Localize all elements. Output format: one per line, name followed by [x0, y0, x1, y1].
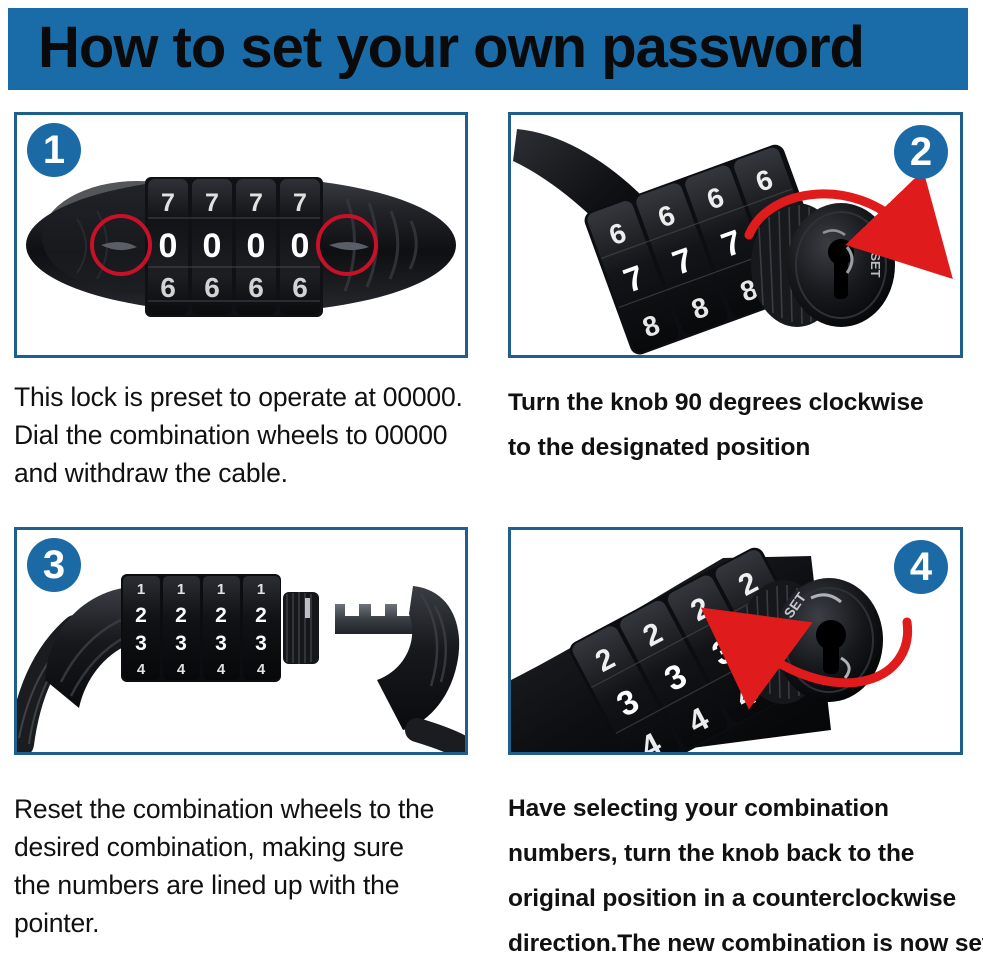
- caption-line: Dial the combination wheels to 00000: [14, 420, 448, 450]
- svg-text:0: 0: [159, 227, 178, 265]
- step-1-caption: This lock is preset to operate at 00000.…: [14, 378, 484, 492]
- caption-line: Turn the knob 90 degrees clockwise: [508, 389, 924, 416]
- svg-text:3: 3: [255, 632, 267, 655]
- svg-text:0: 0: [291, 227, 310, 265]
- svg-text:6: 6: [292, 272, 308, 303]
- caption-line: numbers, turn the knob back to the: [508, 840, 915, 867]
- svg-text:6: 6: [204, 272, 220, 303]
- step-2-container: 2: [508, 112, 963, 358]
- svg-text:2: 2: [255, 604, 267, 627]
- svg-text:0: 0: [247, 227, 266, 265]
- svg-text:4: 4: [177, 661, 186, 678]
- svg-text:0: 0: [203, 227, 222, 265]
- svg-text:3: 3: [135, 632, 147, 655]
- svg-text:6: 6: [248, 272, 264, 303]
- caption-line: Reset the combination wheels to the: [14, 794, 435, 824]
- step-2-image-panel: 2: [508, 112, 963, 358]
- svg-text:1: 1: [137, 581, 145, 598]
- step-1-image-panel: 1: [14, 112, 468, 358]
- svg-text:2: 2: [175, 604, 187, 627]
- caption-line: original position in a counterclockwise: [508, 885, 957, 912]
- step-2-caption: Turn the knob 90 degrees clockwise to th…: [508, 380, 968, 470]
- infographic-page: How to set your own password 1: [8, 8, 983, 957]
- caption-line: the numbers are lined up with the: [14, 870, 400, 900]
- step-badge-1: 1: [27, 123, 81, 177]
- caption-line: to the designated position: [508, 434, 811, 461]
- step-3-container: 3: [14, 527, 468, 755]
- svg-text:3: 3: [175, 632, 187, 655]
- step-badge-4: 4: [894, 540, 948, 594]
- caption-line: This lock is preset to operate at 00000.: [14, 382, 463, 412]
- svg-text:7: 7: [161, 189, 175, 217]
- step-badge-3: 3: [27, 538, 81, 592]
- svg-text:7: 7: [293, 189, 307, 217]
- caption-line: desired combination, making sure: [14, 832, 404, 862]
- svg-text:1: 1: [177, 581, 185, 598]
- caption-line: Have selecting your combination: [508, 795, 889, 822]
- step-4-image-panel: 4: [508, 527, 963, 755]
- lock-open-cable-withdrawn-image: 1 1 1 1 2 2 2 2 3 3 3 3 4 4 4 4: [17, 530, 465, 752]
- header-bar: How to set your own password: [8, 8, 968, 90]
- svg-text:7: 7: [249, 189, 263, 217]
- caption-line: direction.The new combination is now set: [508, 930, 983, 957]
- svg-text:4: 4: [217, 661, 226, 678]
- step-4-container: 4: [508, 527, 963, 755]
- knob-set-label: SET: [868, 252, 883, 277]
- step-3-caption: Reset the combination wheels to the desi…: [14, 790, 484, 942]
- svg-text:4: 4: [137, 661, 146, 678]
- lock-open-illustration: 1 1 1 1 2 2 2 2 3 3 3 3 4 4 4 4: [17, 574, 465, 752]
- step-3-image-panel: 3: [14, 527, 468, 755]
- svg-text:6: 6: [160, 272, 176, 303]
- step-4-caption: Have selecting your combination numbers,…: [508, 786, 983, 966]
- svg-text:7: 7: [205, 189, 219, 217]
- svg-text:4: 4: [257, 661, 266, 678]
- caption-line: and withdraw the cable.: [14, 458, 288, 488]
- page-title: How to set your own password: [38, 14, 865, 80]
- step-1-container: 1: [14, 112, 468, 358]
- svg-text:1: 1: [217, 581, 225, 598]
- caption-line: pointer.: [14, 908, 100, 938]
- step-badge-2: 2: [894, 125, 948, 179]
- svg-text:2: 2: [215, 604, 227, 627]
- svg-text:1: 1: [257, 581, 265, 598]
- svg-text:3: 3: [215, 632, 227, 655]
- svg-text:2: 2: [135, 604, 147, 627]
